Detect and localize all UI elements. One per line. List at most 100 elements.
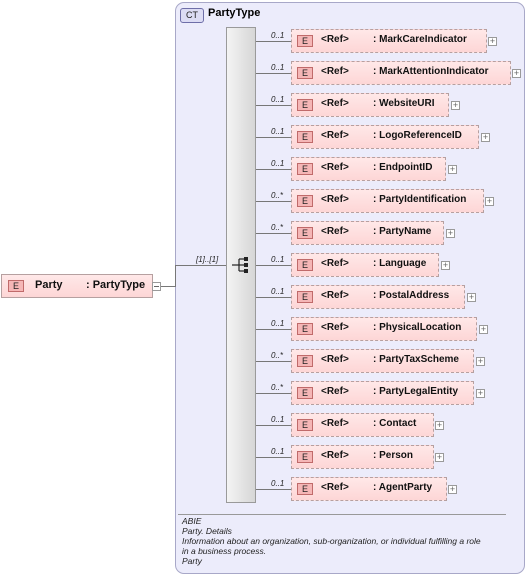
ref-keyword: <Ref>: [321, 354, 349, 365]
expand-icon[interactable]: +: [488, 36, 497, 46]
ref-keyword: <Ref>: [321, 66, 349, 77]
ref-keyword: <Ref>: [321, 34, 349, 45]
connector-line: [256, 329, 291, 330]
expand-icon[interactable]: +: [435, 452, 444, 462]
multiplicity-label: 0..1: [271, 31, 285, 40]
ref-keyword: <Ref>: [321, 194, 349, 205]
element-ref-person[interactable]: E <Ref> : Person: [291, 445, 434, 469]
element-name: : PartyIdentification: [373, 194, 467, 205]
element-badge: E: [297, 355, 313, 367]
party-element-type: : PartyType: [86, 279, 146, 291]
connector-line: [256, 201, 291, 202]
expand-icon[interactable]: +: [476, 356, 485, 366]
element-name: : PostalAddress: [373, 290, 450, 301]
element-badge: E: [297, 163, 313, 175]
multiplicity-label: 0..1: [271, 287, 285, 296]
multiplicity-label: 0..*: [271, 223, 284, 232]
connector-line: [256, 105, 291, 106]
connector-line: [256, 457, 291, 458]
sequence-cardinality: [1]..[1]: [196, 255, 219, 264]
element-ref-website-uri[interactable]: E <Ref> : WebsiteURI: [291, 93, 449, 117]
expand-icon[interactable]: +: [479, 324, 488, 334]
element-badge: E: [8, 280, 24, 292]
connector-line: [256, 489, 291, 490]
documentation-line: ABIE: [182, 516, 202, 526]
element-name: : PhysicalLocation: [373, 322, 462, 333]
party-element[interactable]: E Party : PartyType: [1, 274, 153, 298]
ref-keyword: <Ref>: [321, 322, 349, 333]
ref-keyword: <Ref>: [321, 162, 349, 173]
element-name: : AgentParty: [373, 482, 433, 493]
ref-keyword: <Ref>: [321, 130, 349, 141]
connector-line: [256, 425, 291, 426]
multiplicity-label: 0..1: [271, 479, 285, 488]
element-ref-language[interactable]: E <Ref> : Language: [291, 253, 439, 277]
ref-keyword: <Ref>: [321, 386, 349, 397]
complex-type-badge: CT: [180, 8, 204, 23]
element-ref-party-legal-entity[interactable]: E <Ref> : PartyLegalEntity: [291, 381, 474, 405]
sequence-icon: [232, 257, 248, 273]
connector-line: [175, 265, 176, 287]
element-ref-party-tax-scheme[interactable]: E <Ref> : PartyTaxScheme: [291, 349, 474, 373]
connector-line: [256, 233, 291, 234]
element-name: : WebsiteURI: [373, 98, 435, 109]
complex-type-title: PartyType: [208, 7, 261, 19]
element-ref-party-name[interactable]: E <Ref> : PartyName: [291, 221, 444, 245]
connector-line: [256, 169, 291, 170]
connector-line: [256, 297, 291, 298]
ref-keyword: <Ref>: [321, 418, 349, 429]
connector-line: [256, 41, 291, 42]
element-ref-postal-address[interactable]: E <Ref> : PostalAddress: [291, 285, 465, 309]
expand-icon[interactable]: +: [448, 164, 457, 174]
documentation-separator: [178, 514, 506, 515]
expand-icon[interactable]: +: [446, 228, 455, 238]
element-ref-logo-reference-id[interactable]: E <Ref> : LogoReferenceID: [291, 125, 479, 149]
element-badge: E: [297, 195, 313, 207]
element-ref-agent-party[interactable]: E <Ref> : AgentParty: [291, 477, 447, 501]
multiplicity-label: 0..1: [271, 159, 285, 168]
expand-icon[interactable]: +: [485, 196, 494, 206]
documentation-line: in a business process.: [182, 546, 267, 556]
element-name: : Contact: [373, 418, 417, 429]
expand-icon[interactable]: +: [441, 260, 450, 270]
element-badge: E: [297, 67, 313, 79]
documentation-line: Party: [182, 556, 202, 566]
multiplicity-label: 0..*: [271, 351, 284, 360]
ref-keyword: <Ref>: [321, 258, 349, 269]
element-ref-physical-location[interactable]: E <Ref> : PhysicalLocation: [291, 317, 477, 341]
collapse-icon[interactable]: [152, 282, 161, 291]
expand-icon[interactable]: +: [451, 100, 460, 110]
element-name: : PartyName: [373, 226, 432, 237]
expand-icon[interactable]: +: [512, 68, 521, 78]
element-badge: E: [297, 291, 313, 303]
multiplicity-label: 0..1: [271, 447, 285, 456]
element-badge: E: [297, 259, 313, 271]
element-name: : Language: [373, 258, 427, 269]
element-ref-mark-care-indicator[interactable]: E <Ref> : MarkCareIndicator: [291, 29, 487, 53]
ref-keyword: <Ref>: [321, 226, 349, 237]
expand-icon[interactable]: +: [476, 388, 485, 398]
expand-icon[interactable]: +: [481, 132, 490, 142]
documentation-line: Party. Details: [182, 526, 232, 536]
element-name: : MarkAttentionIndicator: [373, 66, 489, 77]
element-ref-endpoint-id[interactable]: E <Ref> : EndpointID: [291, 157, 446, 181]
multiplicity-label: 0..*: [271, 383, 284, 392]
element-badge: E: [297, 323, 313, 335]
multiplicity-label: 0..1: [271, 415, 285, 424]
expand-icon[interactable]: +: [435, 420, 444, 430]
element-ref-contact[interactable]: E <Ref> : Contact: [291, 413, 434, 437]
documentation-line: Information about an organization, sub-o…: [182, 536, 481, 546]
element-badge: E: [297, 451, 313, 463]
element-name: : EndpointID: [373, 162, 433, 173]
element-badge: E: [297, 419, 313, 431]
expand-icon[interactable]: +: [467, 292, 476, 302]
element-ref-party-identification[interactable]: E <Ref> : PartyIdentification: [291, 189, 484, 213]
element-badge: E: [297, 387, 313, 399]
element-ref-mark-attention-indicator[interactable]: E <Ref> : MarkAttentionIndicator: [291, 61, 511, 85]
expand-icon[interactable]: +: [448, 484, 457, 494]
connector-line: [256, 137, 291, 138]
multiplicity-label: 0..1: [271, 63, 285, 72]
element-name: : LogoReferenceID: [373, 130, 462, 141]
ref-keyword: <Ref>: [321, 450, 349, 461]
multiplicity-label: 0..1: [271, 127, 285, 136]
